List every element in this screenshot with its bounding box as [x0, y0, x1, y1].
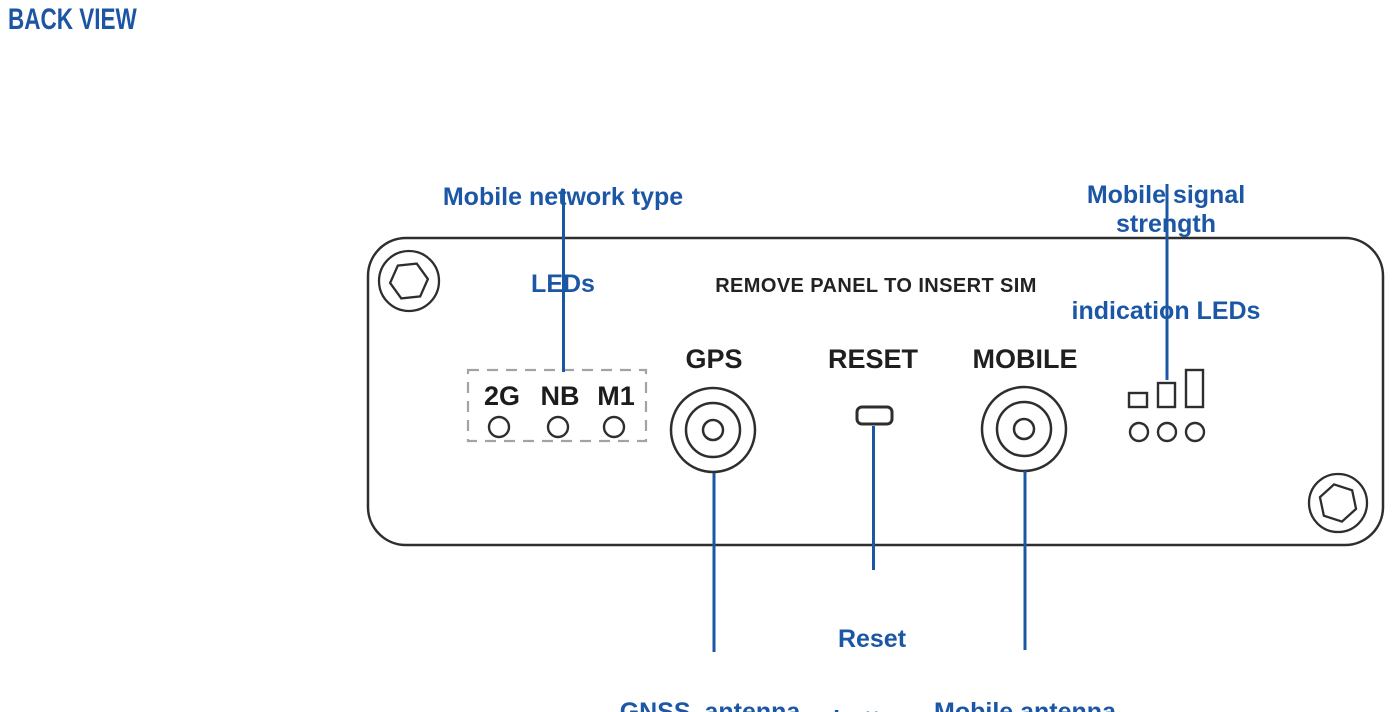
annotation-line: indication LEDs [1071, 297, 1261, 325]
annotation-line: Mobile signal strength [1086, 181, 1253, 238]
signal-led-3-icon [1184, 421, 1206, 443]
annotation-line: Mobile network type [442, 183, 684, 211]
led-label-nb: NB [540, 381, 580, 411]
led-2g-icon [487, 415, 511, 439]
network-type-led-group-box [466, 368, 648, 443]
signal-bar-large-icon [1184, 368, 1205, 409]
mobile-port-label: MOBILE [972, 344, 1078, 374]
signal-led-2-icon [1156, 421, 1178, 443]
device-panel-outline [366, 236, 1385, 547]
annotation-network-type-leds: Mobile network type LEDs [443, 125, 683, 357]
led-label-m1: M1 [597, 381, 635, 411]
panel-heading: REMOVE PANEL TO INSERT SIM [715, 275, 1037, 297]
page-title: BACK VIEW [8, 3, 137, 36]
annotation-reset-button: Reset button [833, 572, 911, 712]
gnss-antenna-connector-icon [669, 386, 757, 474]
screw-bottom-right-icon [1307, 472, 1369, 534]
gps-port-label: GPS [685, 344, 743, 374]
annotation-line: Mobile antenna [934, 698, 1116, 712]
led-nb-icon [546, 415, 570, 439]
signal-bar-small-icon [1127, 391, 1149, 409]
annotation-line: button [833, 707, 911, 712]
signal-strength-leds [1127, 368, 1206, 443]
led-m1-icon [602, 415, 626, 439]
reset-port-label: RESET [827, 344, 919, 374]
led-label-2g: 2G [483, 381, 521, 411]
annotation-line: LEDs [531, 270, 595, 298]
signal-bar-medium-icon [1156, 381, 1177, 409]
annotation-line: GNSS antenna [619, 698, 801, 712]
signal-led-1-icon [1128, 421, 1150, 443]
network-type-leds [487, 415, 626, 439]
reset-button-icon [855, 405, 894, 426]
annotation-gnss-connector: GNSS antenna connector [620, 645, 801, 712]
mobile-antenna-connector-icon [980, 385, 1068, 473]
screw-top-left-icon [377, 249, 441, 313]
annotation-line: Reset [837, 625, 907, 653]
annotation-signal-strength-leds: Mobile signal strength indication LEDs [1049, 123, 1283, 384]
annotation-mobile-connector: Mobile antenna connector [934, 645, 1116, 712]
